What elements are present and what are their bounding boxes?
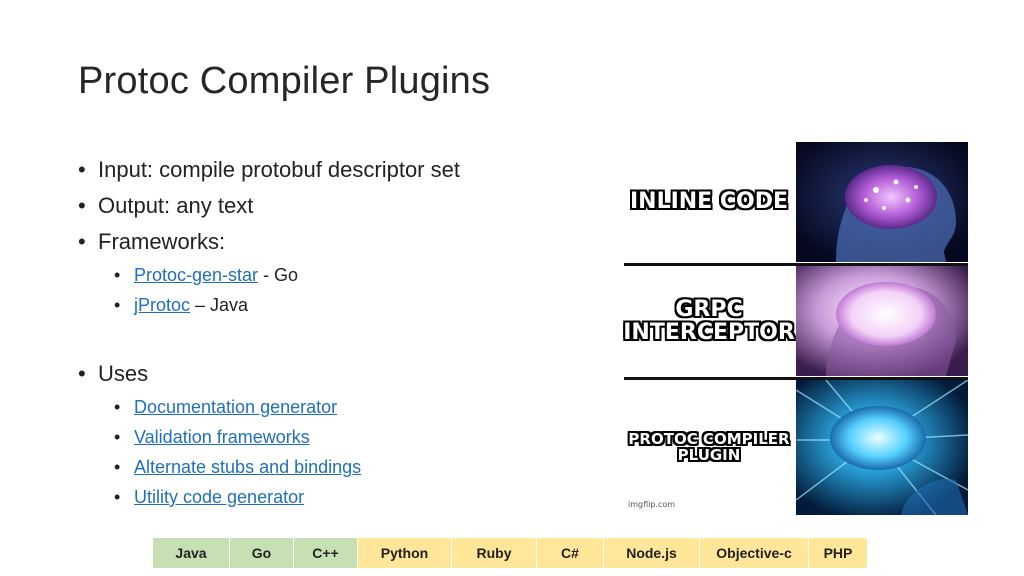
language-bar: Java Go C++ Python Ruby C# Node.js Objec… xyxy=(153,538,867,568)
meme-caption-box: INLINE CODE xyxy=(624,142,794,262)
subbullet-utility-code: • Utility code generator xyxy=(114,482,598,512)
lang-cell-nodejs: Node.js xyxy=(604,538,700,568)
subbullet-validation: • Validation frameworks xyxy=(114,422,598,452)
brain-image-small xyxy=(796,142,968,262)
bullet-dot: • xyxy=(114,427,121,447)
meme-panel-1: INLINE CODE xyxy=(624,142,968,262)
bullet-dot: • xyxy=(114,457,121,477)
meme-caption-grpc-interceptor: GRPC INTERCEPTOR xyxy=(623,296,795,345)
bullet-dot: • xyxy=(78,361,86,386)
bullet-uses: • Uses xyxy=(78,356,598,392)
subbullet-protoc-gen-star: • Protoc-gen-star - Go xyxy=(114,260,598,290)
meme-panel-2: GRPC INTERCEPTOR xyxy=(623,266,968,376)
bullet-dot: • xyxy=(78,229,86,254)
bullet-input: • Input: compile protobuf descriptor set xyxy=(78,152,598,188)
lang-cell-objective-c: Objective-c xyxy=(700,538,809,568)
documentation-generator-link[interactable]: Documentation generator xyxy=(134,397,338,417)
lang-cell-php: PHP xyxy=(809,538,867,568)
meme-caption-inline-code: INLINE CODE xyxy=(629,189,789,215)
bullet-uses-text: Uses xyxy=(98,361,149,386)
brain-image-cosmic xyxy=(796,380,968,515)
meme-divider xyxy=(624,263,968,266)
utility-code-generator-link[interactable]: Utility code generator xyxy=(134,487,305,507)
meme-divider xyxy=(624,377,968,380)
protoc-gen-star-link[interactable]: Protoc-gen-star xyxy=(134,265,259,285)
bullet-dot: • xyxy=(114,397,121,417)
jprotoc-link[interactable]: jProtoc xyxy=(134,295,191,315)
bullet-frameworks: • Frameworks: xyxy=(78,224,598,260)
subbullet-jprotoc: • jProtoc – Java xyxy=(114,290,598,320)
brain-image-glowing xyxy=(796,266,968,376)
bullet-dot: • xyxy=(78,193,86,218)
bullet-list: • Input: compile protobuf descriptor set… xyxy=(78,152,598,512)
bullet-output: • Output: any text xyxy=(78,188,598,224)
subbullet-doc-generator: • Documentation generator xyxy=(114,392,598,422)
bullet-dot: • xyxy=(114,487,121,507)
lang-cell-python: Python xyxy=(358,538,452,568)
subbullet-alternate-stubs: • Alternate stubs and bindings xyxy=(114,452,598,482)
meme-caption-protoc-plugin: PROTOC COMPILER PLUGIN xyxy=(628,429,790,464)
lang-cell-ruby: Ruby xyxy=(452,538,537,568)
meme-panel-3: PROTOC COMPILER PLUGIN imgflip.com xyxy=(624,380,968,515)
lang-cell-cpp: C++ xyxy=(294,538,358,568)
lang-cell-csharp: C# xyxy=(537,538,604,568)
validation-frameworks-link[interactable]: Validation frameworks xyxy=(134,427,310,447)
imgflip-watermark: imgflip.com xyxy=(628,500,676,509)
jprotoc-lang: – Java xyxy=(190,295,249,315)
bullet-dot: • xyxy=(114,295,121,315)
bullet-input-text: Input: compile protobuf descriptor set xyxy=(98,157,460,182)
bullet-dot: • xyxy=(78,157,86,182)
expanding-brain-meme: INLINE CODE xyxy=(623,142,968,515)
bullet-output-text: Output: any text xyxy=(98,193,254,218)
meme-caption-box: PROTOC COMPILER PLUGIN imgflip.com xyxy=(624,380,794,515)
bullet-frameworks-text: Frameworks: xyxy=(98,229,226,254)
bullet-dot: • xyxy=(114,265,121,285)
slide-title: Protoc Compiler Plugins xyxy=(78,60,491,102)
protoc-gen-star-lang: - Go xyxy=(258,265,299,285)
alternate-stubs-link[interactable]: Alternate stubs and bindings xyxy=(134,457,362,477)
lang-cell-java: Java xyxy=(153,538,230,568)
lang-cell-go: Go xyxy=(230,538,294,568)
meme-caption-box: GRPC INTERCEPTOR xyxy=(623,266,795,376)
